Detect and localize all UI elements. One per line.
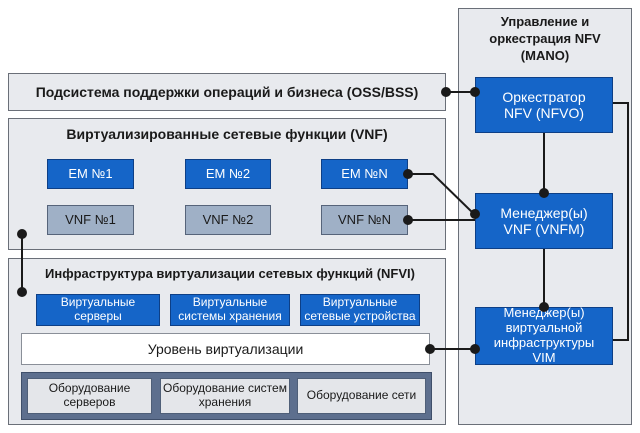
virtual-servers-box: Виртуальные серверы [36, 294, 160, 326]
vnf-2-box: VNF №2 [185, 205, 271, 235]
network-hardware-box: Оборудование сети [297, 378, 426, 414]
virtual-network-box: Виртуальные сетевые устройства [300, 294, 420, 326]
storage-hardware-box: Оборудование систем хранения [160, 378, 290, 414]
oss-bss-panel [8, 73, 446, 111]
oss-bss-label: Подсистема поддержки операций и бизнеса … [35, 84, 419, 100]
nfvo-box: Оркестратор NFV (NFVO) [475, 77, 613, 133]
virtualization-layer-box: Уровень виртуализации [21, 333, 430, 365]
em-n-box: EM №N [321, 159, 408, 189]
em-1-box: EM №1 [47, 159, 134, 189]
vim-box: Менеджер(ы) виртуальной инфраструктуры V… [475, 305, 613, 365]
server-hardware-box: Оборудование серверов [27, 378, 152, 414]
vnfm-box: Менеджер(ы) VNF (VNFM) [475, 193, 613, 249]
vnf-title: Виртуализированные сетевые функции (VNF) [66, 126, 388, 142]
vnf-n-box: VNF №N [321, 205, 408, 235]
nfvi-title: Инфраструктура виртуализации сетевых фун… [45, 266, 415, 281]
vnf-1-box: VNF №1 [47, 205, 134, 235]
em-2-box: EM №2 [185, 159, 271, 189]
virtual-storage-box: Виртуальные системы хранения [170, 294, 290, 326]
mano-title: Управление и оркестрация NFV (MANO) [489, 14, 601, 63]
